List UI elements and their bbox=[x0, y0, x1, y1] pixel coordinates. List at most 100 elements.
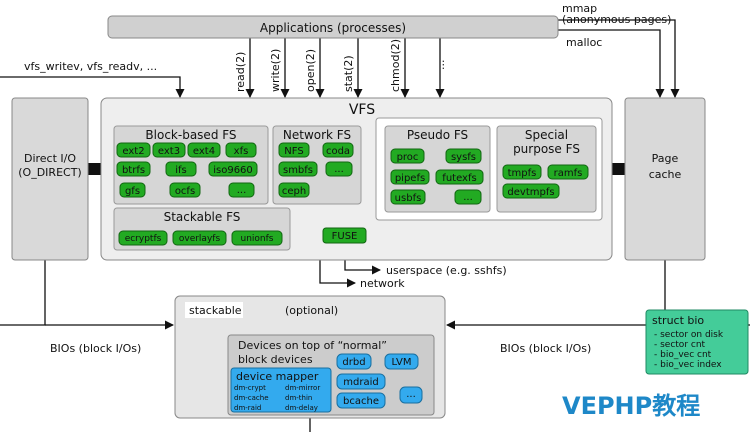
fs-ext4 bbox=[187, 142, 221, 158]
fs-more bbox=[228, 182, 255, 198]
syscall-more: ... bbox=[434, 60, 447, 71]
fs-gfs bbox=[119, 182, 146, 198]
dm-raid-label: dm-raid bbox=[234, 404, 261, 412]
fs-pipefs bbox=[390, 169, 430, 185]
direct-io-sub-label: (O_DIRECT) bbox=[18, 166, 81, 179]
vfs-writev-label: vfs_writev, vfs_readv, ... bbox=[24, 60, 157, 73]
fs-iso9660 bbox=[208, 161, 258, 177]
special-fs-title: Special bbox=[525, 128, 568, 142]
stackable-fs-title: Stackable FS bbox=[164, 210, 241, 224]
applications-bar bbox=[107, 15, 559, 39]
page-cache-sub-label: cache bbox=[649, 168, 682, 181]
fs-ramfs bbox=[547, 164, 589, 180]
fs-proc-label: proc bbox=[397, 152, 419, 163]
devices-on-top-title: Devices on top of “normal” bbox=[238, 339, 387, 352]
watermark-bg bbox=[552, 382, 750, 432]
fs-ext4-label: ext4 bbox=[193, 146, 215, 157]
dev-lvm-label: LVM bbox=[392, 357, 412, 368]
dev-more bbox=[399, 386, 423, 404]
page-cache-label: Page bbox=[652, 152, 679, 165]
fs-ext2-label: ext2 bbox=[122, 146, 144, 157]
pseudo-fs-title: Pseudo FS bbox=[407, 128, 468, 142]
dm-mirror-label: dm-mirror bbox=[285, 384, 320, 392]
direct-io-label: Direct I/O bbox=[24, 152, 76, 165]
fs-tmpfs-label: tmpfs bbox=[508, 168, 537, 179]
fuse-box bbox=[322, 227, 367, 244]
special-fs-items: tmpfs ramfs devtmpfs bbox=[502, 164, 589, 199]
struct-bio-box bbox=[645, 309, 749, 375]
dm-cache-label: dm-cache bbox=[234, 394, 269, 402]
fs-sysfs bbox=[445, 148, 482, 164]
struct-bio-items: - sector on disk - sector cnt - bio_vec … bbox=[654, 330, 724, 370]
fs-gfs-label: gfs bbox=[125, 186, 140, 197]
fs-unionfs bbox=[231, 230, 283, 246]
fs-ecryptfs bbox=[118, 230, 168, 246]
fs-usbfs-label: usbfs bbox=[395, 193, 422, 204]
fs-overlayfs-label: overlayfs bbox=[179, 234, 221, 244]
fs-nfs bbox=[278, 142, 310, 158]
fs-ext3-label: ext3 bbox=[158, 146, 180, 157]
syscall-open: open(2) bbox=[304, 49, 317, 92]
page-cache-box bbox=[624, 97, 706, 261]
fs-proc bbox=[390, 148, 425, 164]
fs-ecryptfs-label: ecryptfs bbox=[125, 234, 162, 244]
fs-pipefs-label: pipefs bbox=[395, 173, 425, 184]
dev-bcache bbox=[336, 392, 386, 409]
fs-ceph bbox=[278, 182, 310, 198]
watermark: VEPHP教程 bbox=[562, 392, 700, 420]
pseudo-fs-items: proc sysfs pipefs futexfs usbfs ... bbox=[390, 148, 484, 205]
struct-bio-title: struct bio bbox=[652, 314, 704, 327]
fs-devtmpfs-label: devtmpfs bbox=[507, 187, 554, 198]
fs-futexfs-label: futexfs bbox=[442, 173, 476, 184]
vfs-title: VFS bbox=[349, 102, 375, 118]
struct-bio-item-biovec-index: - bio_vec index bbox=[654, 360, 722, 370]
block-device-items: drbd LVM mdraid bcache ... bbox=[336, 353, 423, 409]
block-fs-title: Block-based FS bbox=[145, 128, 236, 142]
fs-ocfs-label: ocfs bbox=[175, 186, 195, 197]
fs-ocfs bbox=[169, 182, 201, 198]
struct-bio-item-biovec-cnt: - bio_vec cnt bbox=[654, 350, 712, 360]
fs-more-label: ... bbox=[237, 185, 247, 196]
device-mapper-items: dm-crypt dm-mirror dm-cache dm-thin dm-r… bbox=[234, 384, 320, 412]
dm-thin-label: dm-thin bbox=[285, 394, 312, 402]
dm-delay-label: dm-delay bbox=[285, 404, 318, 412]
device-mapper-box bbox=[230, 367, 332, 413]
fs-overlayfs bbox=[172, 230, 227, 246]
dm-crypt-label: dm-crypt bbox=[234, 384, 266, 392]
dev-bcache-label: bcache bbox=[343, 396, 379, 407]
fs-ceph-label: ceph bbox=[282, 186, 306, 197]
malloc-label: malloc bbox=[566, 36, 602, 49]
struct-bio-item-sector-cnt: - sector cnt bbox=[654, 340, 706, 350]
fs-tmpfs bbox=[502, 164, 542, 180]
fs-network-more bbox=[325, 161, 353, 177]
fs-coda bbox=[322, 142, 354, 158]
fs-usbfs bbox=[390, 189, 426, 205]
mmap-label: mmap bbox=[562, 2, 597, 15]
fs-futexfs bbox=[435, 169, 484, 185]
fs-ifs bbox=[165, 161, 197, 177]
bios-left-label: BIOs (block I/Os) bbox=[50, 342, 141, 355]
fs-pseudo-more bbox=[454, 189, 482, 205]
fs-devtmpfs bbox=[502, 183, 560, 199]
optional-label: (optional) bbox=[285, 304, 338, 317]
dev-mdraid bbox=[336, 373, 386, 390]
stackable-label-bg bbox=[185, 302, 243, 318]
network-fs-title: Network FS bbox=[283, 128, 351, 142]
struct-bio-item-sector: - sector on disk bbox=[654, 330, 724, 340]
anonymous-pages-label: (anonymous pages) bbox=[562, 13, 671, 26]
fs-ext2 bbox=[116, 142, 151, 158]
stackable-label: stackable bbox=[189, 304, 242, 317]
fs-ramfs-label: ramfs bbox=[554, 168, 583, 179]
syscall-read: read(2) bbox=[234, 52, 247, 92]
fs-smbfs-label: smbfs bbox=[283, 165, 313, 176]
fs-btrfs-label: btrfs bbox=[122, 165, 145, 176]
dev-mdraid-label: mdraid bbox=[343, 377, 378, 388]
fs-unionfs-label: unionfs bbox=[241, 234, 274, 244]
device-mapper-title: device mapper bbox=[236, 370, 319, 383]
fuse-label: FUSE bbox=[332, 231, 358, 242]
fs-xfs bbox=[225, 142, 257, 158]
bios-right-label: BIOs (block I/Os) bbox=[500, 342, 591, 355]
syscall-stat: stat(2) bbox=[342, 55, 355, 92]
syscall-chmod: chmod(2) bbox=[389, 39, 402, 92]
fs-network-more-label: ... bbox=[334, 164, 344, 175]
